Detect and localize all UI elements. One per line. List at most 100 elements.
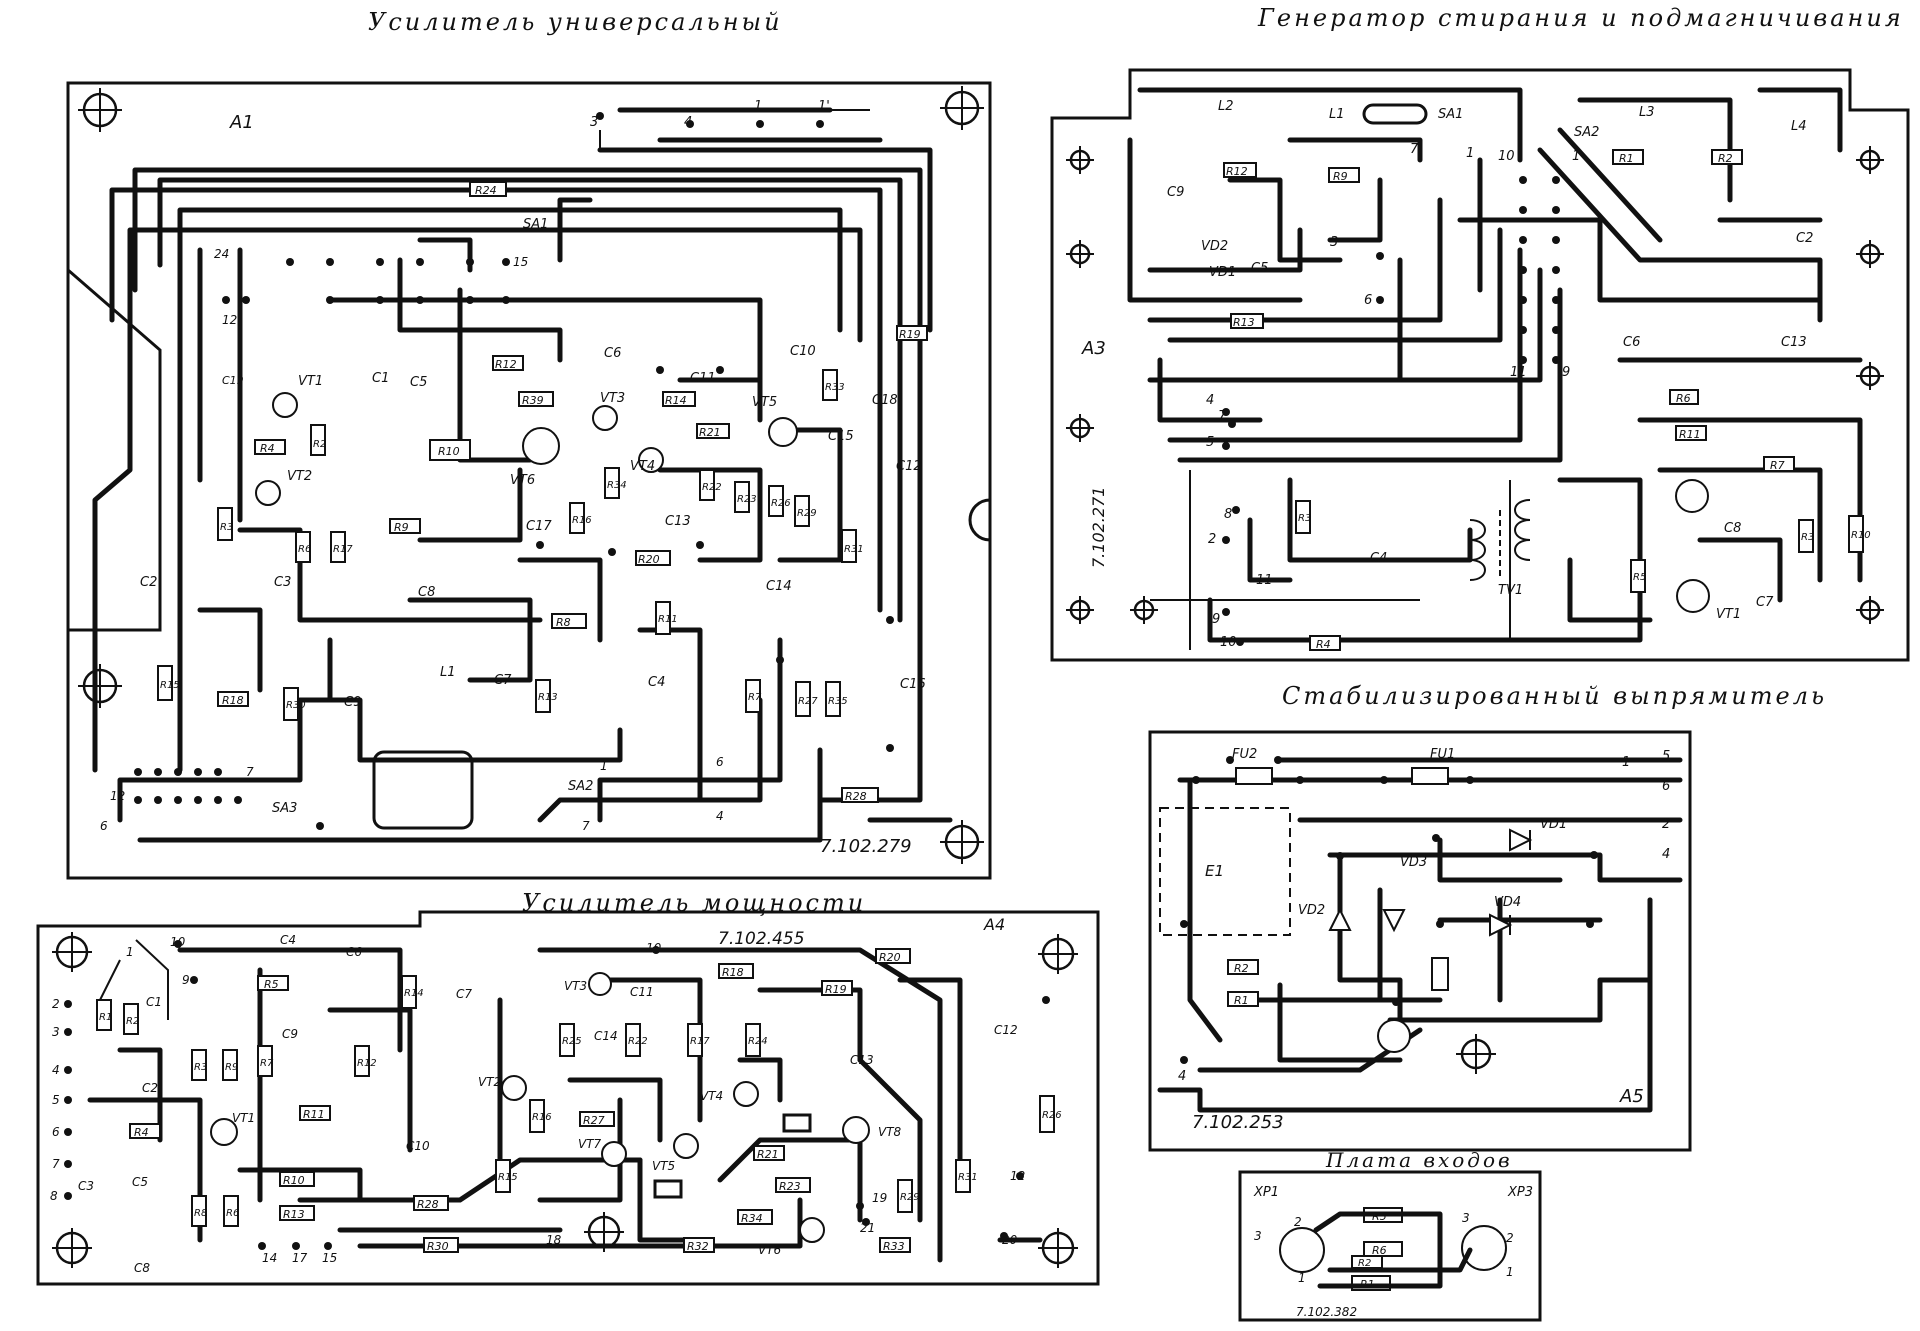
svg-text:R10: R10	[438, 445, 460, 458]
svg-text:C14: C14	[766, 579, 792, 594]
svg-text:R34: R34	[607, 480, 627, 491]
board-a5-code: 7.102.253	[1192, 1112, 1284, 1133]
svg-text:R2: R2	[126, 1016, 139, 1027]
svg-text:C9: C9	[282, 1027, 298, 1041]
svg-text:R9: R9	[225, 1062, 238, 1073]
board-a1-code: 7.102.279	[820, 836, 912, 857]
svg-text:C14: C14	[594, 1029, 618, 1043]
svg-text:SA1: SA1	[523, 217, 548, 232]
svg-text:C2: C2	[140, 575, 157, 590]
svg-text:1': 1'	[818, 99, 830, 114]
svg-text:VT1: VT1	[298, 374, 323, 389]
svg-text:R2: R2	[1718, 152, 1733, 165]
svg-text:L1: L1	[440, 665, 456, 680]
svg-text:TV1: TV1	[1498, 583, 1523, 598]
svg-text:R8: R8	[556, 616, 571, 629]
svg-text:C1: C1	[372, 371, 389, 386]
svg-text:7: 7	[1410, 142, 1419, 157]
svg-text:C13: C13	[850, 1053, 874, 1067]
svg-text:VD1: VD1	[1209, 265, 1236, 280]
svg-text:R11: R11	[303, 1108, 325, 1121]
svg-text:R33: R33	[825, 382, 845, 393]
svg-text:R32: R32	[687, 1240, 709, 1253]
svg-text:7: 7	[246, 765, 254, 779]
svg-text:VT2: VT2	[287, 469, 312, 484]
svg-text:C9: C9	[344, 695, 361, 710]
svg-text:C5: C5	[410, 375, 427, 390]
svg-text:SA1: SA1	[1438, 107, 1463, 122]
svg-text:VD1: VD1	[1540, 817, 1567, 832]
svg-text:19: 19	[872, 1191, 887, 1205]
svg-text:24: 24	[214, 247, 229, 261]
svg-text:C3: C3	[274, 575, 291, 590]
svg-text:5: 5	[1206, 435, 1214, 450]
svg-text:15: 15	[322, 1251, 337, 1265]
svg-text:C2: C2	[142, 1081, 158, 1095]
svg-text:VT3: VT3	[600, 391, 625, 406]
svg-text:9: 9	[182, 973, 190, 987]
svg-text:1: 1	[600, 759, 608, 773]
svg-text:C15: C15	[828, 429, 854, 444]
svg-text:R8: R8	[194, 1208, 207, 1219]
svg-text:R18: R18	[722, 966, 744, 979]
svg-text:R11: R11	[1679, 428, 1701, 441]
svg-text:VT1: VT1	[1716, 607, 1741, 622]
svg-text:9: 9	[1562, 365, 1570, 380]
svg-text:R26: R26	[1042, 1110, 1062, 1121]
svg-text:6: 6	[100, 819, 108, 833]
svg-text:R16: R16	[532, 1112, 552, 1123]
svg-text:FU2: FU2	[1232, 747, 1257, 762]
svg-text:VD4: VD4	[1494, 895, 1521, 910]
svg-text:R4: R4	[1316, 638, 1331, 651]
svg-text:5: 5	[52, 1093, 60, 1107]
svg-text:1: 1	[1506, 1265, 1514, 1279]
svg-text:R31: R31	[958, 1172, 978, 1183]
svg-text:VT4: VT4	[630, 459, 655, 474]
svg-text:C6: C6	[346, 945, 362, 959]
svg-text:R7: R7	[748, 692, 762, 703]
svg-text:3: 3	[590, 115, 598, 130]
svg-text:6: 6	[716, 755, 724, 769]
svg-text:R13: R13	[283, 1208, 305, 1221]
title-a5: Стабилизированный выпрямитель	[1282, 682, 1828, 710]
svg-text:4: 4	[1178, 1069, 1186, 1084]
svg-text:R1: R1	[1619, 152, 1634, 165]
title-inputs: Плата входов	[1326, 1148, 1513, 1172]
svg-text:R6: R6	[1372, 1244, 1387, 1257]
svg-text:VT8: VT8	[878, 1125, 902, 1139]
svg-text:7: 7	[1218, 409, 1227, 424]
svg-text:18: 18	[546, 1233, 562, 1247]
svg-text:C8: C8	[1724, 521, 1741, 536]
svg-text:VT1: VT1	[232, 1111, 255, 1125]
board-a4-code: 7.102.455	[718, 929, 805, 949]
svg-text:12: 12	[110, 789, 125, 803]
svg-text:7: 7	[582, 819, 590, 833]
svg-text:R22: R22	[628, 1036, 648, 1047]
svg-text:R24: R24	[748, 1036, 768, 1047]
svg-text:R17: R17	[690, 1036, 710, 1047]
svg-text:R30: R30	[286, 700, 306, 711]
svg-text:C6: C6	[604, 346, 621, 361]
svg-text:R6: R6	[298, 544, 311, 555]
svg-text:R2: R2	[1234, 962, 1249, 975]
svg-text:R4: R4	[260, 442, 275, 455]
svg-text:VD2: VD2	[1201, 239, 1228, 254]
svg-text:R5: R5	[1633, 572, 1646, 583]
svg-text:R1: R1	[99, 1012, 112, 1023]
svg-text:R39: R39	[522, 394, 544, 407]
board-a3-code: 7.102.271	[1089, 487, 1108, 568]
svg-text:R19: R19	[825, 983, 847, 996]
svg-text:C18: C18	[872, 393, 898, 408]
svg-text:R18: R18	[222, 694, 244, 707]
svg-text:R5: R5	[264, 978, 279, 991]
svg-text:R30: R30	[427, 1240, 449, 1253]
svg-text:R33: R33	[883, 1240, 905, 1253]
board-a1-id: A1	[229, 112, 254, 133]
svg-text:R10: R10	[283, 1174, 305, 1187]
svg-text:12: 12	[222, 313, 237, 327]
